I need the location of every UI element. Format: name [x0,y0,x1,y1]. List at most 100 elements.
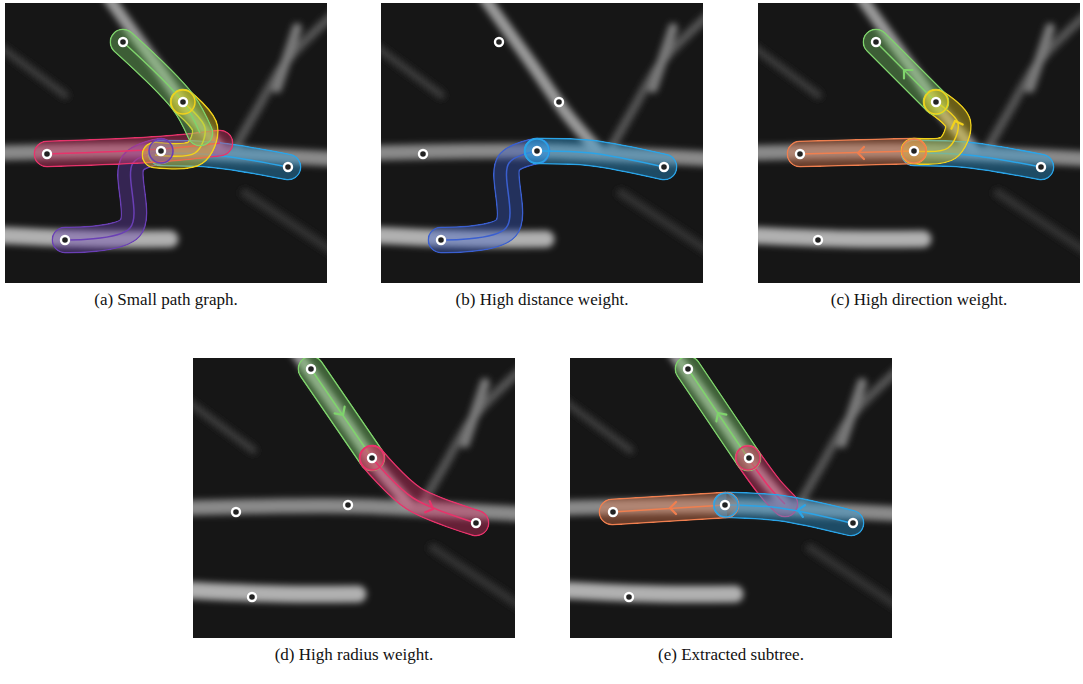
vessel [842,383,862,443]
vessel [235,13,327,148]
path-tube [311,369,372,458]
junction-ring [924,90,948,114]
vessel [105,3,220,148]
path-tube [537,151,664,167]
vessel [800,368,892,503]
node-point [344,501,352,509]
vessel [570,590,735,594]
tube-fill [612,505,726,512]
junction-ring [171,90,195,114]
vessel [670,358,785,503]
panel-caption: (e) Extracted subtree. [550,645,912,665]
figure-panel: (d) High radius weight. [193,358,515,638]
node-point [248,593,256,601]
node-point [814,236,822,244]
vessel [465,383,485,443]
tube-outline [311,369,372,458]
node-point [872,38,880,46]
tube-centerline [123,42,200,133]
vessel [5,43,65,95]
tube-outline [123,42,200,133]
panel-caption: (c) High direction weight. [738,290,1083,310]
microscopy-image [5,3,327,283]
tube-outline [372,458,476,523]
path-tube [688,369,748,458]
tube-centerline [372,458,476,523]
microscopy-image [758,3,1080,283]
direction-arrow [425,501,435,514]
tube-fill [311,369,372,458]
panel-caption: (b) High distance weight. [361,290,723,310]
panel-caption: (a) Small path graph. [0,290,347,310]
direction-arrow [900,66,913,79]
node-point [437,236,445,244]
vessel [481,3,596,148]
node-point [232,508,240,516]
junction-ring [360,446,384,470]
tube-centerline [726,505,851,523]
direction-arrow [949,119,962,129]
vessel [193,590,358,594]
node-point [910,147,918,155]
microscopy-image [381,3,703,283]
node-point [721,501,729,509]
vessel [277,28,297,88]
path-tube [441,151,537,240]
node-point [419,150,427,158]
vessel [988,13,1080,148]
node-point [119,38,127,46]
node-point [684,365,692,373]
node-point [368,454,376,462]
tube-fill [123,42,200,133]
microscopy-image [570,358,892,638]
junction-ring [714,493,738,517]
vessel [381,43,441,95]
junction-ring [902,139,926,163]
tube-outline [612,505,726,512]
junction-ring [525,139,549,163]
tube-centerline [688,369,748,458]
node-point [533,147,541,155]
path-tube [372,458,476,523]
vessel [998,193,1080,253]
vessel [758,43,818,95]
node-point [745,454,753,462]
junction-ring [736,446,760,470]
tube-fill [800,151,914,154]
node-point [307,365,315,373]
direction-arrow [335,407,348,419]
junction-ring [149,139,173,163]
vessel [1030,28,1050,88]
vessel [653,28,673,88]
direction-arrow [858,147,864,159]
microscopy-image [193,358,515,638]
panel-caption: (d) High radius weight. [173,645,535,665]
node-point [179,98,187,106]
node-point [849,519,857,527]
tube-outline [688,369,748,458]
node-point [609,508,617,516]
tube-centerline [311,369,372,458]
vessel [810,548,892,608]
tube-fill [726,505,851,523]
direction-arrow [670,502,676,514]
tube-centerline [800,151,914,154]
tube-outline [537,151,664,167]
node-point [43,150,51,158]
node-point [660,163,668,171]
vessel [245,193,327,253]
vessel [433,548,515,608]
node-point [472,519,480,527]
path-tube [612,505,726,512]
direction-arrow [713,410,726,422]
path-tube [123,42,200,133]
direction-arrow [797,504,805,517]
vessel [570,398,630,450]
node-point [932,98,940,106]
tube-outline [800,151,914,154]
vessel [423,368,515,503]
tube-fill [372,458,476,523]
tube-fill [688,369,748,458]
tube-centerline [537,151,664,167]
vessel [193,398,253,450]
